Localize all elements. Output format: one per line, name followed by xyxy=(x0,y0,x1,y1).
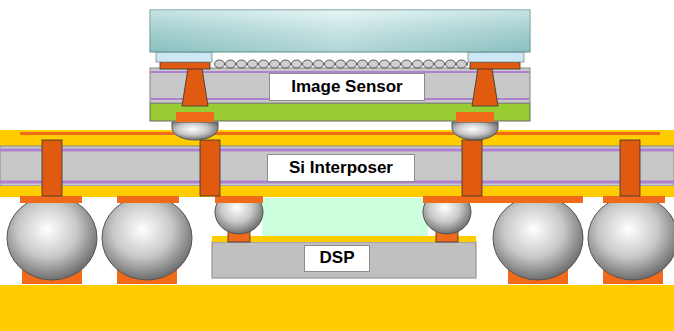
layer-label-box: Image Sensor xyxy=(269,73,425,101)
layer-label: DSP xyxy=(320,249,355,268)
solder-ball xyxy=(588,196,674,280)
bump xyxy=(452,122,498,140)
pad xyxy=(20,196,82,203)
pad xyxy=(456,112,494,122)
substrate xyxy=(0,285,674,331)
layer-label: Si Interposer xyxy=(289,159,393,178)
spacers xyxy=(156,52,524,62)
dsp-pads xyxy=(228,228,458,242)
pad xyxy=(117,196,179,203)
interposer-pads xyxy=(20,132,665,203)
cover-glass-shade xyxy=(150,10,530,52)
interposer-liner xyxy=(0,149,674,152)
pad xyxy=(176,112,214,122)
tsv xyxy=(620,140,640,196)
sensor-pads xyxy=(176,112,494,122)
through-silicon-vias xyxy=(42,140,640,196)
microlens-array xyxy=(214,57,468,69)
solder-balls xyxy=(7,190,674,280)
underfill xyxy=(262,198,428,240)
layer-label-box: DSP xyxy=(304,245,370,272)
spacer xyxy=(156,52,212,62)
pad xyxy=(160,62,210,69)
tsv xyxy=(42,140,62,196)
trace xyxy=(20,132,660,135)
layer-label: Image Sensor xyxy=(291,78,403,97)
cover-glass xyxy=(150,10,530,52)
layer-label-box: Si Interposer xyxy=(267,154,415,182)
pad xyxy=(215,196,263,203)
bump xyxy=(172,122,218,140)
solder-ball xyxy=(7,196,97,280)
pad xyxy=(603,196,665,203)
interposer-top-layer xyxy=(0,130,674,146)
interposer-core xyxy=(0,146,674,186)
tsv xyxy=(200,140,220,196)
spacer xyxy=(468,52,524,62)
pad xyxy=(470,62,520,69)
sensor-bumps xyxy=(172,122,498,140)
interposer-bottom-layer xyxy=(0,186,674,197)
pad xyxy=(423,196,583,203)
dsp-die xyxy=(212,242,476,278)
tsv xyxy=(462,140,482,196)
tapered-via xyxy=(182,68,208,106)
micro-bump xyxy=(215,190,263,234)
solder-ball xyxy=(493,196,583,280)
solder-ball xyxy=(102,196,192,280)
tapered-via xyxy=(472,68,498,106)
